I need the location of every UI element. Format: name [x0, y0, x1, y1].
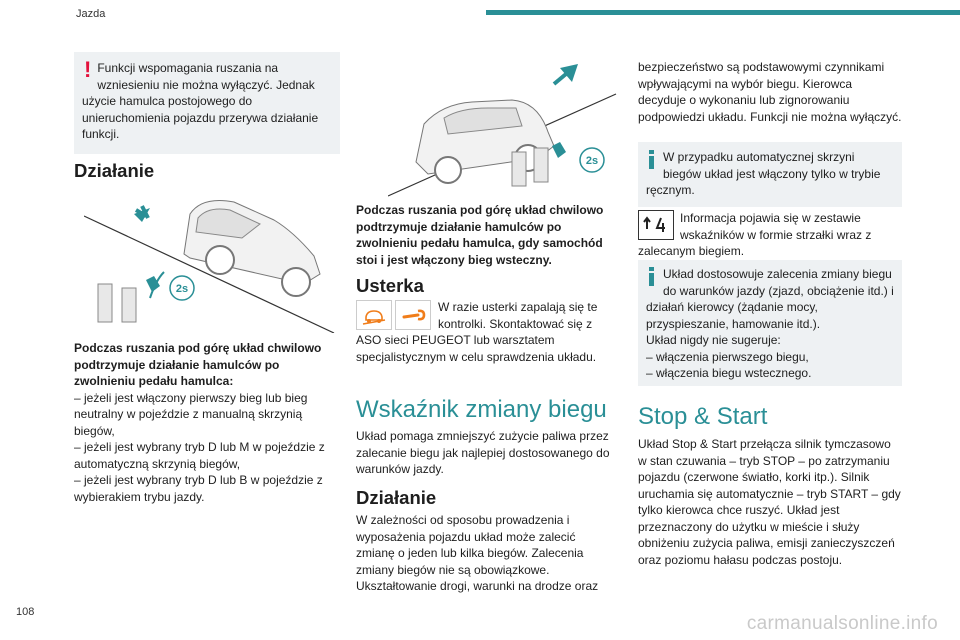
- stop-start-text: Układ Stop & Start przełącza silnik tymc…: [638, 437, 901, 567]
- section-heading-dzialanie-2: Działanie: [356, 487, 437, 508]
- operation-text-continued: bezpieczeństwo są podstawowymi czynnikam…: [638, 60, 902, 124]
- info-line: – włączenia pierwszego biegu,: [646, 349, 809, 364]
- condition-list: – jeżeli jest włączony pierwszy bieg lub…: [74, 390, 338, 506]
- info-box-adaptation: Układ dostosowuje zalecenia zmiany biegu…: [638, 260, 902, 386]
- fault-text: W razie usterki zapalają się te kontrolk…: [356, 300, 598, 364]
- info-icon: [649, 150, 654, 169]
- car-uphill-forward-illustration: 2s: [84, 200, 335, 333]
- watermark: carmanualsonline.info: [746, 613, 938, 634]
- list-item: – jeżeli jest wybrany tryb D lub B w poj…: [74, 473, 323, 504]
- warning-exclamation-icon: !: [84, 57, 92, 82]
- col1-caption-block: Podczas ruszania pod górę układ chwilowo…: [74, 340, 338, 505]
- gear-shift-intro: Układ pomaga zmniejszyć zużycie paliwa p…: [356, 429, 610, 476]
- operation-text: W zależności od sposobu prowadzenia i wy…: [356, 513, 599, 593]
- warning-text: Funkcji wspomagania ruszania na wzniesie…: [82, 61, 319, 141]
- fault-icons-group: [356, 300, 434, 330]
- list-item: – jeżeli jest wybrany tryb D lub M w poj…: [74, 440, 325, 471]
- timer-badge: 2s: [176, 283, 188, 295]
- list-item: – jeżeli jest włączony pierwszy bieg lub…: [74, 390, 308, 438]
- info-icon: [649, 267, 654, 286]
- info-text-automatic: W przypadku automatycznej skrzyni biegów…: [646, 150, 881, 197]
- info-line: – włączenia biegu wstecznego.: [646, 366, 812, 380]
- fault-block: W razie usterki zapalają się te kontrolk…: [356, 299, 616, 365]
- section-heading-dzialanie: Działanie: [74, 160, 155, 181]
- section-label: Jazda: [76, 8, 106, 20]
- section-title-stop-start: Stop & Start: [638, 403, 768, 430]
- gear-indicator-block: Informacja pojawia się w zestawie wskaźn…: [638, 210, 902, 260]
- info-line: Układ dostosowuje zalecenia zmiany biegu…: [646, 267, 894, 331]
- section-title-gear-shift-indicator: Wskaźnik zmiany biegu: [356, 396, 607, 423]
- caption-uphill-forward: Podczas ruszania pod górę układ chwilowo…: [74, 341, 322, 388]
- service-wrench-icon: [395, 300, 431, 330]
- caption-uphill-reverse: Podczas ruszania pod górę układ chwilowo…: [356, 203, 604, 267]
- warning-box: ! Funkcji wspomagania ruszania na wznies…: [74, 52, 340, 154]
- info-text-adaptation: Układ dostosowuje zalecenia zmiany biegu…: [646, 266, 894, 382]
- info-box-automatic: W przypadku automatycznej skrzyni biegów…: [638, 142, 902, 207]
- section-heading-usterka: Usterka: [356, 275, 424, 296]
- gear-shift-indicator-icon: [638, 210, 674, 240]
- timer-badge: 2s: [586, 155, 598, 167]
- hill-assist-warning-icon: [356, 300, 392, 330]
- page-number: 108: [16, 606, 35, 618]
- car-downhill-reverse-illustration: 2s: [388, 64, 617, 197]
- info-line: Układ nigdy nie sugeruje:: [646, 333, 781, 347]
- gear-indicator-text: Informacja pojawia się w zestawie wskaźn…: [638, 211, 872, 258]
- header-accent-bar: [486, 10, 960, 15]
